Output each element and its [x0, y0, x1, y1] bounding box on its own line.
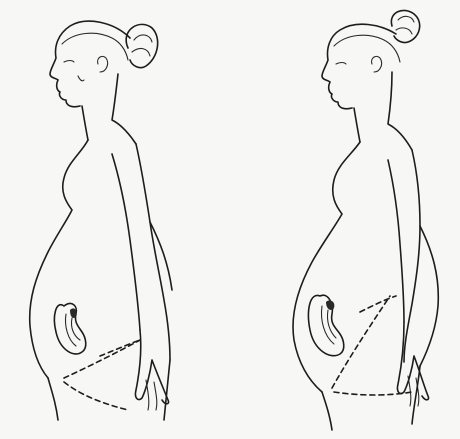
- figure-left-lower-front: [48, 378, 58, 420]
- figure-right-arm-inner: [388, 160, 404, 322]
- figure-right-hair-bun-detail: [396, 16, 414, 34]
- figure-left-ear: [98, 56, 108, 72]
- figure-right-fetus: [308, 295, 343, 356]
- figure-left-fetus: [54, 304, 85, 354]
- figure-left-hairline: [62, 33, 128, 60]
- figure-right-head: [322, 24, 396, 109]
- figure-left-hand: [135, 330, 168, 404]
- figure-right-pelvis-side: [360, 296, 396, 312]
- figure-left-neck-front: [82, 106, 88, 140]
- figure-right-pelvis-lower: [334, 392, 412, 395]
- figure-left-cheek-mark: [78, 76, 84, 81]
- figure-left-lower-back: [164, 360, 170, 420]
- figure-right-back-arm: [404, 150, 420, 362]
- figure-left-hair-bun-detail: [132, 35, 152, 56]
- figure-left-head: [50, 21, 130, 107]
- figure-right-pelvis-upper: [332, 296, 390, 388]
- figure-right-ear: [372, 56, 382, 72]
- figure-left-neck-back: [112, 74, 136, 144]
- figure-right-neck-front: [354, 108, 360, 142]
- figure-right-hair-bun: [391, 10, 419, 42]
- figure-left: [30, 21, 172, 420]
- figure-right-eye: [336, 63, 346, 65]
- figure-left-pelvis-side: [100, 340, 140, 356]
- figure-right-neck-back: [388, 72, 412, 150]
- figure-right-back-contour: [420, 226, 438, 366]
- figure-left-pelvis-lower: [64, 382, 128, 410]
- figure-left-eye: [64, 61, 74, 63]
- figure-left-front-torso: [30, 140, 88, 378]
- figure-right-hand: [397, 322, 428, 400]
- figure-right-lower-front: [322, 392, 332, 430]
- figure-left-hair-bun: [126, 24, 158, 67]
- figure-right: [293, 10, 438, 430]
- figure-right-hairline: [334, 35, 400, 62]
- figure-left-arm-inner: [112, 154, 140, 330]
- figure-left-back-arm: [136, 144, 170, 360]
